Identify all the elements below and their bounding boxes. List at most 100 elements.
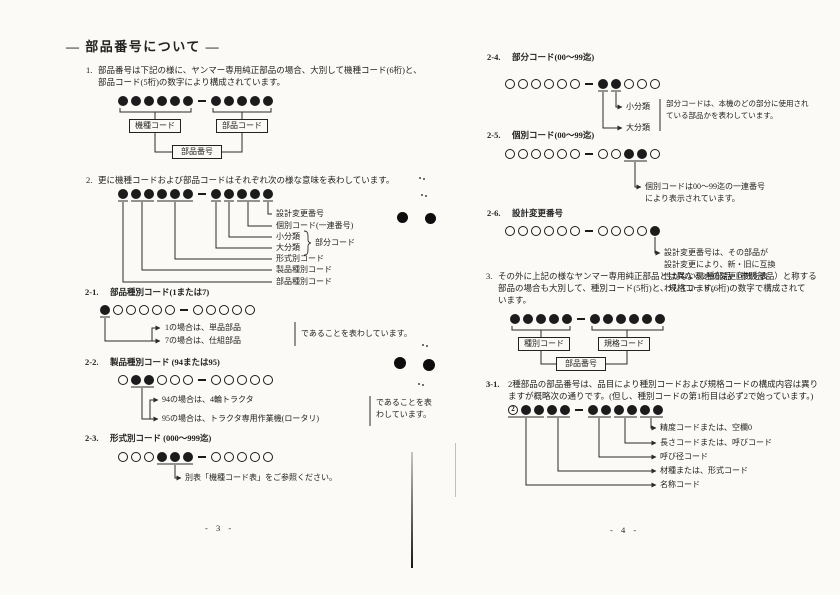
filled-digit-circle (250, 96, 260, 106)
code-dash (198, 379, 206, 381)
filled-digit-circle (601, 405, 611, 415)
code-dash (198, 456, 206, 458)
filled-digit-circle (118, 96, 128, 106)
code-dash (575, 409, 583, 411)
filled-digit-circle (224, 96, 234, 106)
section-2-6-note: 設計変更により、新・旧に互換 (664, 260, 776, 269)
section-3-1-number: 3-1. (486, 379, 500, 389)
code-dash (585, 153, 593, 155)
filled-digit-circle (144, 189, 154, 199)
open-digit-circle (131, 452, 141, 462)
label-main-class: 大分類 (276, 243, 300, 252)
label-sub-class: 小分類 (626, 102, 650, 111)
filled-digit-circle (131, 375, 141, 385)
open-digit-circle (237, 375, 247, 385)
scan-speck (422, 344, 424, 346)
open-digit-circle (263, 375, 273, 385)
filled-digit-circle (629, 314, 639, 324)
filled-digit-circle (523, 314, 533, 324)
scan-speck (426, 345, 428, 347)
open-digit-circle (245, 305, 255, 315)
label-design-change-no: 設計変更番号 (276, 209, 324, 218)
case-1-text: 1の場合は、単品部品 (165, 323, 241, 332)
open-digit-circle (624, 79, 634, 89)
sec26-lines (654, 237, 661, 256)
open-digit-circle (232, 305, 242, 315)
filled-digit-circle (131, 96, 141, 106)
open-digit-circle (183, 375, 193, 385)
part-number-box: 部品番号 (172, 145, 222, 159)
open-digit-circle (611, 149, 621, 159)
filled-digit-circle (211, 96, 221, 106)
case-95-text: 95の場合は、トラクタ専用作業機(ロータリ) (162, 414, 320, 423)
code-circles-row (505, 148, 663, 160)
code-circles-row (505, 225, 663, 237)
filled-digit-circle (144, 96, 154, 106)
label-model-code: 形式別コード (276, 254, 324, 263)
code-circles-row: 2 (508, 404, 666, 416)
open-digit-circle (224, 452, 234, 462)
section-1-text: 部品番号は下記の様に、ヤンマー専用純正部品の場合、大別して機種コード(6桁)と、 (98, 65, 422, 75)
filled-digit-circle (510, 314, 520, 324)
filled-digit-circle (562, 314, 572, 324)
section-2-3-number: 2-3. (85, 433, 99, 443)
open-digit-circle (518, 226, 528, 236)
filled-digit-circle (263, 189, 273, 199)
open-digit-circle (250, 452, 260, 462)
section-2-5-note: により表示されています。 (645, 194, 740, 203)
section-2-6-title: 設計変更番号 (512, 208, 564, 218)
filled-digit-circle (590, 314, 600, 324)
open-digit-circle (250, 375, 260, 385)
section-2-1-title: 部品種別コード(1または7) (110, 287, 210, 297)
section-2-4-number: 2-4. (487, 52, 501, 62)
open-digit-circle (206, 305, 216, 315)
filled-digit-circle (170, 189, 180, 199)
filled-digit-circle (183, 452, 193, 462)
filled-digit-circle (157, 452, 167, 462)
open-digit-circle (650, 149, 660, 159)
filled-digit-circle (547, 405, 557, 415)
open-digit-circle (237, 452, 247, 462)
filled-digit-circle (170, 452, 180, 462)
open-digit-circle (611, 226, 621, 236)
filled-digit-circle (157, 96, 167, 106)
scan-speck (418, 383, 420, 385)
open-digit-circle (219, 305, 229, 315)
open-digit-circle (211, 375, 221, 385)
label-name-code: 名称コード (660, 480, 700, 489)
machine-code-box: 機種コード (129, 119, 181, 133)
section-1-text: 部品コード(5桁)の数字により構成されています。 (98, 77, 286, 87)
section-2-number: 2. (86, 175, 93, 185)
section-2-6-note: 性がない場合の変更回数を表 (664, 272, 768, 281)
filled-digit-circle (627, 405, 637, 415)
open-digit-circle (152, 305, 162, 315)
code-circles-row (118, 95, 276, 107)
open-digit-circle (505, 149, 515, 159)
filled-digit-circle (211, 189, 221, 199)
open-digit-circle (263, 452, 273, 462)
filled-digit-circle (642, 314, 652, 324)
section-3-1-text: 2種部品の部品番号は、品目により種別コードおよび規格コードの構成内容は異り (508, 379, 819, 389)
filled-digit-circle (183, 189, 193, 199)
open-digit-circle (211, 452, 221, 462)
open-digit-circle (557, 79, 567, 89)
case-note-text: であることを表 (376, 398, 432, 407)
filled-digit-circle (536, 314, 546, 324)
digit-2-circle: 2 (508, 405, 518, 415)
filled-digit-circle (170, 96, 180, 106)
filled-digit-circle (100, 305, 110, 315)
section-1-number: 1. (86, 65, 93, 75)
punch-hole (423, 359, 435, 371)
filled-digit-circle (250, 189, 260, 199)
open-digit-circle (637, 79, 647, 89)
reference-note-text: 別表「機種コード表」をご参照ください。 (185, 473, 337, 482)
open-digit-circle (544, 149, 554, 159)
spine-crease (455, 443, 456, 497)
section-2-5-title: 個別コード(00〜99迄) (512, 130, 595, 140)
filled-digit-circle (534, 405, 544, 415)
open-digit-circle (557, 149, 567, 159)
scan-speck (425, 195, 427, 197)
part-code-box: 部品コード (216, 119, 268, 133)
code-circles-row (118, 188, 276, 200)
code-circles-row (118, 374, 276, 386)
